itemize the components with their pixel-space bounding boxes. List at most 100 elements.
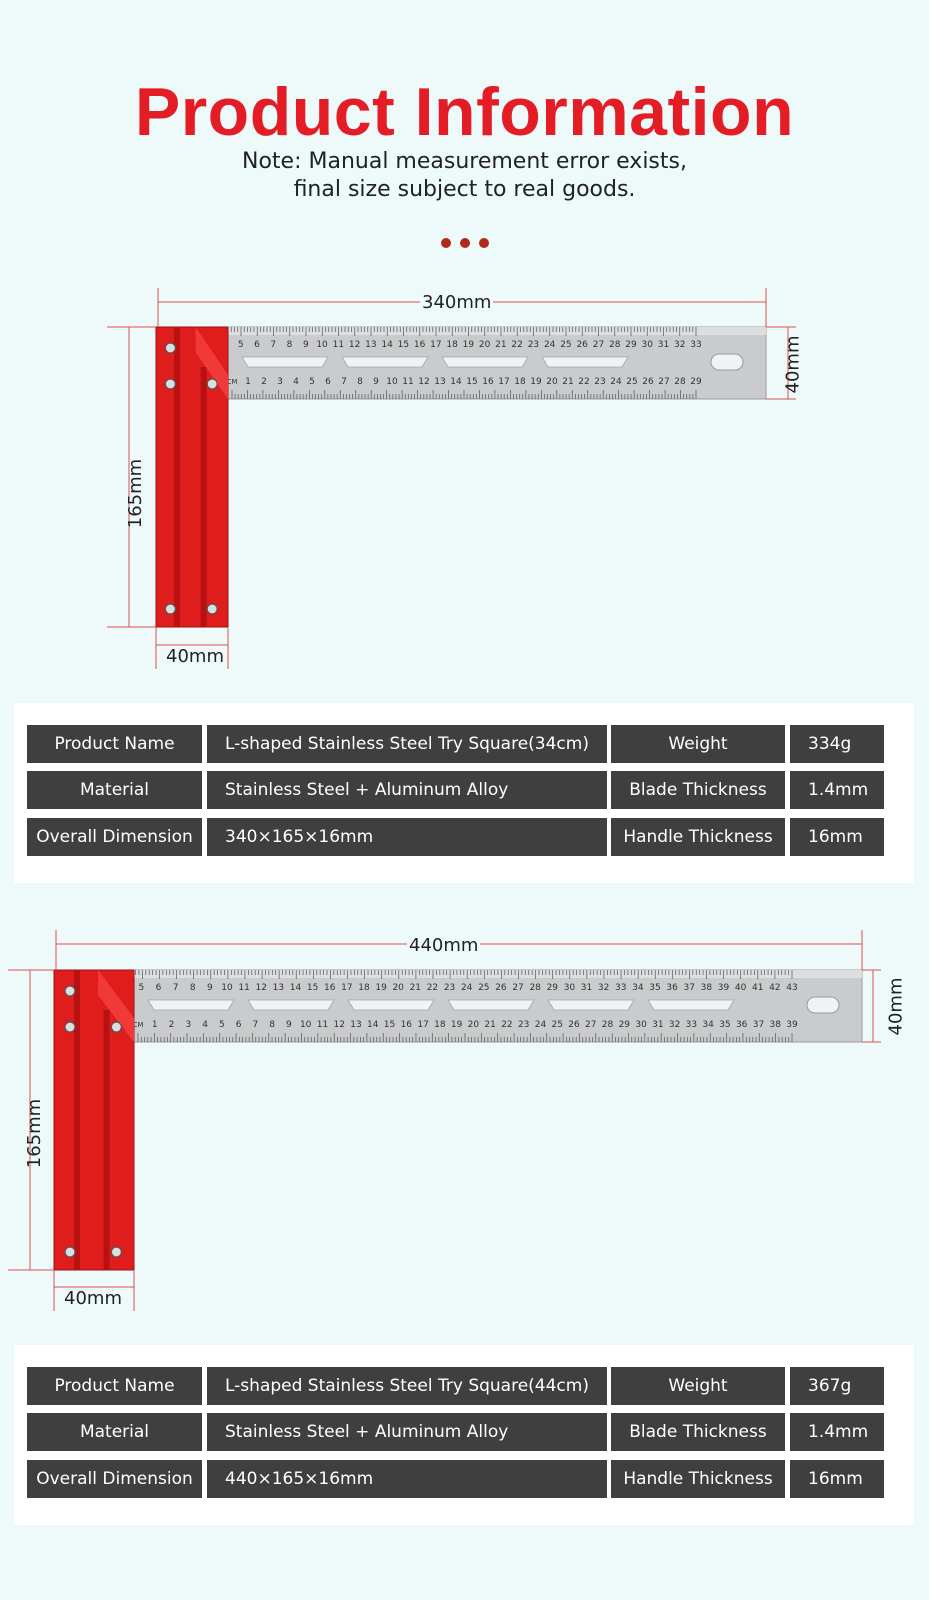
- ruler-top-number: 25: [478, 983, 489, 993]
- ruler-top-number: 33: [615, 983, 626, 993]
- blade-slot: [147, 999, 235, 1011]
- ruler-top-number: 8: [287, 340, 293, 350]
- ruler-bottom-number: 7: [341, 377, 347, 387]
- ruler-top-number: 9: [303, 340, 309, 350]
- product-2-blade-width-label: 40mm: [885, 977, 907, 1036]
- spec-row: Overall Dimension 340×165×16mm Handle Th…: [14, 818, 914, 856]
- spec-row: Overall Dimension 440×165×16mm Handle Th…: [14, 1460, 914, 1498]
- handle-groove: [174, 327, 180, 627]
- ruler-bottom-number: 4: [293, 377, 299, 387]
- ruler-top-number: 39: [718, 983, 730, 993]
- ruler-bottom-number: 10: [300, 1020, 312, 1030]
- divider-dot: [459, 238, 470, 248]
- ruler-top-number: 7: [270, 340, 276, 350]
- ruler-top-number: 32: [598, 983, 609, 993]
- ruler-bottom-number: 2: [169, 1020, 175, 1030]
- ruler-bottom-number: 33: [686, 1020, 697, 1030]
- ruler-top-number: 20: [479, 340, 491, 350]
- ruler-top-number: 12: [255, 983, 266, 993]
- spec-label: Material: [27, 771, 202, 809]
- ruler-top-number: 24: [461, 983, 473, 993]
- ruler-bottom-number: 22: [578, 377, 589, 387]
- ruler-top-number: 42: [769, 983, 780, 993]
- page-title: Product Information: [134, 74, 795, 150]
- ruler-bottom-number: 14: [367, 1020, 379, 1030]
- ruler-top-number: 22: [511, 340, 522, 350]
- ruler-bottom-number: 11: [317, 1020, 328, 1030]
- blade-slot: [241, 356, 329, 368]
- steel-blade: 2345678910111213141516171819202122232425…: [155, 326, 767, 400]
- product-2-diagram: 2345678910111213141516171819202122232425…: [8, 930, 881, 1311]
- handle-bevel: [195, 327, 228, 399]
- ruler-bottom-number: 25: [552, 1020, 563, 1030]
- ruler-top-number: 13: [273, 983, 284, 993]
- blade-slot: [247, 999, 335, 1011]
- ruler-bottom-number: 28: [674, 377, 686, 387]
- ruler-top-number: 11: [238, 983, 249, 993]
- ruler-bottom-number: 8: [269, 1020, 275, 1030]
- ruler-bottom-number: 12: [334, 1020, 345, 1030]
- ruler-bottom-number: 38: [770, 1020, 782, 1030]
- ruler-bottom-number: 25: [626, 377, 637, 387]
- spec-label: Handle Thickness: [611, 1460, 785, 1498]
- handle-groove: [74, 970, 80, 1270]
- rivet: [110, 1021, 123, 1033]
- ruler-bottom-number: 9: [286, 1020, 292, 1030]
- ruler-top-number: 20: [392, 983, 404, 993]
- ruler-top-number: 43: [786, 983, 797, 993]
- blade-slot: [341, 356, 429, 368]
- ruler-top-number: 10: [221, 983, 233, 993]
- ruler-bottom-number: 9: [373, 377, 379, 387]
- ruler-bottom-number: CM: [227, 378, 238, 386]
- spec-value: Stainless Steel + Aluminum Alloy: [207, 771, 607, 809]
- aluminum-handle: [53, 969, 135, 1271]
- spec-value: 440×165×16mm: [207, 1460, 607, 1498]
- ruler-bottom-number: 18: [514, 377, 526, 387]
- spec-value: 340×165×16mm: [207, 818, 607, 856]
- ruler-bottom-number: 10: [386, 377, 398, 387]
- product-1-height-label: 165mm: [125, 458, 147, 529]
- ruler-bottom-number: 3: [277, 377, 283, 387]
- ruler-bottom-number: 29: [690, 377, 702, 387]
- ruler-bottom-number: 13: [350, 1020, 361, 1030]
- ruler-top-number: 13: [365, 340, 376, 350]
- ruler-bottom-number: 5: [219, 1020, 225, 1030]
- handle-groove: [103, 1010, 110, 1270]
- ruler-bottom-number: 20: [468, 1020, 480, 1030]
- ruler-top-number: 18: [358, 983, 370, 993]
- spec-row: Material Stainless Steel + Aluminum Allo…: [14, 771, 914, 809]
- ruler-top-number: 38: [701, 983, 713, 993]
- ruler-bottom-number: 29: [619, 1020, 631, 1030]
- ruler-bottom-number: 13: [434, 377, 445, 387]
- product-1-blade-width-label: 40mm: [782, 335, 804, 394]
- ruler-bottom-number: CM: [133, 1021, 144, 1029]
- spec-value: Stainless Steel + Aluminum Alloy: [207, 1413, 607, 1451]
- spec-value: 1.4mm: [790, 1413, 884, 1451]
- ruler-bottom-number: 23: [518, 1020, 529, 1030]
- ruler-top-number: 5: [138, 983, 144, 993]
- ruler-top-number: 5: [238, 340, 244, 350]
- spec-label: Weight: [611, 1367, 785, 1405]
- ruler-bottom-number: 21: [562, 377, 573, 387]
- handle-bevel: [98, 970, 134, 1042]
- ruler-bottom-number: 21: [484, 1020, 495, 1030]
- product-1-spec-table: Product Name L-shaped Stainless Steel Tr…: [14, 703, 914, 883]
- product-1-handle-width-label: 40mm: [166, 646, 224, 667]
- section-divider-dots: [0, 238, 929, 248]
- ruler-bottom-number: 32: [669, 1020, 680, 1030]
- ruler-top-number: 16: [324, 983, 336, 993]
- ruler-top-number: 32: [674, 340, 685, 350]
- ruler-bottom-number: 30: [635, 1020, 647, 1030]
- rivet: [110, 1246, 123, 1258]
- divider-dot: [478, 238, 489, 248]
- ruler-top-number: 6: [254, 340, 260, 350]
- ruler-bottom-number: 31: [652, 1020, 663, 1030]
- ruler-top-number: 22: [427, 983, 438, 993]
- spec-row: Material Stainless Steel + Aluminum Allo…: [14, 1413, 914, 1451]
- ruler-top-number: 35: [649, 983, 660, 993]
- product-2-spec-table: Product Name L-shaped Stainless Steel Tr…: [14, 1345, 914, 1525]
- product-2-handle-width-label: 40mm: [64, 1288, 122, 1309]
- ruler-bottom-number: 23: [594, 377, 605, 387]
- ruler-top-number: 21: [495, 340, 506, 350]
- ruler-top-number: 21: [410, 983, 421, 993]
